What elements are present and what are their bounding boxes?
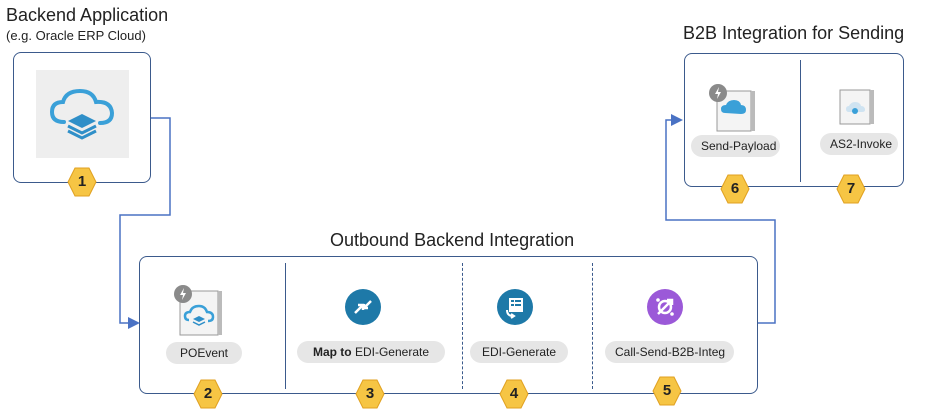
badge-3-number: 3	[365, 385, 375, 402]
badge-5-number: 5	[662, 382, 672, 399]
step-label-as2-invoke: AS2-Invoke	[820, 133, 898, 155]
as2-invoke-node[interactable]	[838, 88, 876, 128]
badge-4-number: 4	[509, 385, 519, 402]
invoke-integration-icon	[656, 298, 674, 316]
badge-7: 7	[836, 174, 866, 204]
poevent-trigger[interactable]	[172, 285, 228, 339]
outbound-separator-3	[592, 263, 593, 389]
send-payload-trigger[interactable]	[707, 83, 755, 132]
map-to-bold-text: Map to	[312, 345, 352, 359]
b2b-separator	[800, 60, 801, 182]
as2-invoke-icon	[839, 89, 874, 125]
backend-to-outbound-connector	[119, 117, 171, 329]
badge-5: 5	[652, 376, 682, 406]
step-label-edi-generate: EDI-Generate	[470, 341, 568, 363]
step-label-send-payload: Send-Payload	[691, 135, 780, 157]
outbound-title: Outbound Backend Integration	[330, 230, 575, 250]
outbound-separator-2	[462, 263, 463, 389]
edi-generate-node[interactable]	[497, 289, 533, 325]
step-label-call-send-b2b-integ: Call-Send-B2B-Integ	[605, 341, 734, 363]
poevent-trigger-icon	[174, 285, 222, 336]
badge-1-number: 1	[77, 173, 87, 190]
backend-subtitle: (e.g. Oracle ERP Cloud)	[6, 28, 146, 43]
backend-title: Backend Application	[6, 5, 169, 25]
badge-2: 2	[193, 379, 223, 409]
step-label-map-to-edi-generate: Map to EDI-Generate	[297, 341, 445, 363]
badge-6-number: 6	[730, 180, 740, 197]
cloud-stack-icon	[49, 88, 115, 140]
b2b-title: B2B Integration for Sending	[683, 23, 905, 43]
badge-2-number: 2	[203, 385, 213, 402]
badge-6: 6	[720, 174, 750, 204]
map-arrows-icon	[354, 300, 372, 314]
badge-3: 3	[355, 379, 385, 409]
badge-7-number: 7	[846, 180, 856, 197]
edi-document-icon	[506, 298, 523, 319]
outbound-to-b2b-connector	[665, 114, 776, 324]
map-to-rest-text: EDI-Generate	[351, 345, 430, 359]
step-label-poevent: POEvent	[166, 342, 242, 364]
outbound-separator-1	[285, 263, 286, 389]
outbound-integration-box[interactable]	[139, 256, 758, 394]
call-send-b2b-integ-node[interactable]	[647, 289, 683, 325]
badge-1: 1	[67, 167, 97, 197]
send-payload-trigger-icon	[709, 84, 755, 132]
backend-application-box[interactable]	[13, 52, 151, 183]
badge-4: 4	[499, 379, 529, 409]
map-node[interactable]	[345, 289, 381, 325]
backend-cloud-tile	[36, 70, 129, 158]
